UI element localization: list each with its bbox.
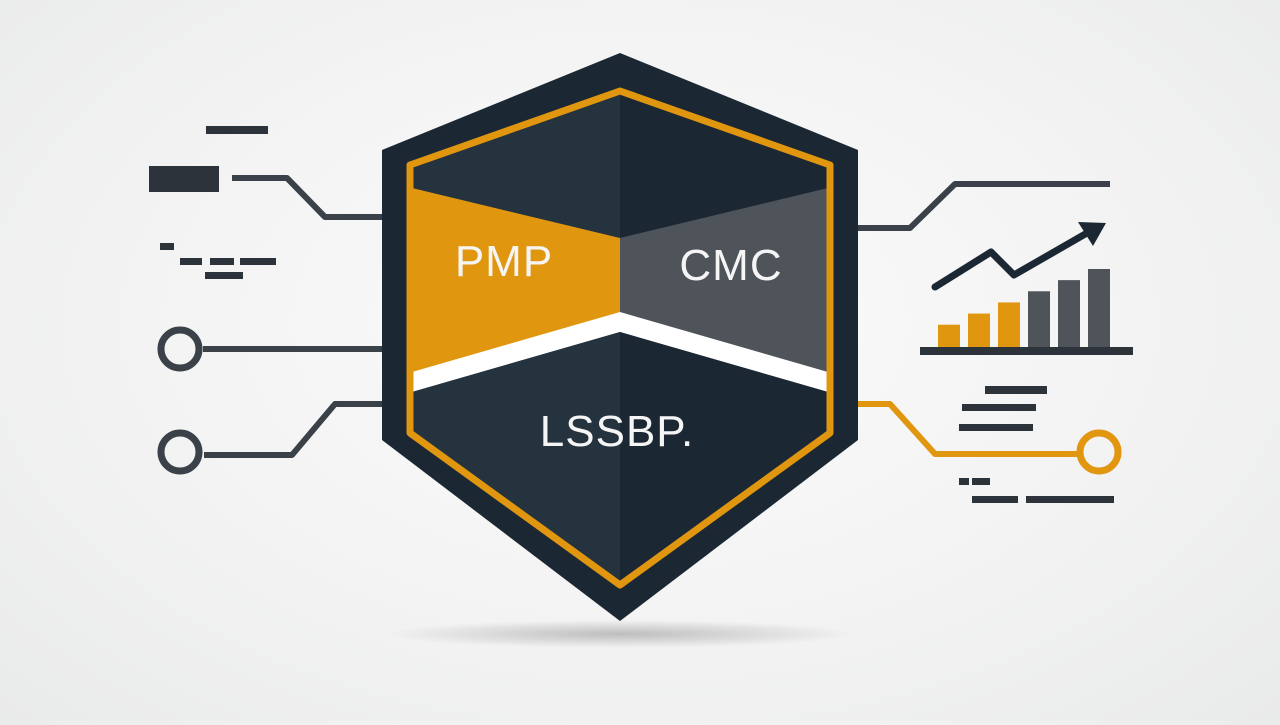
right-dash-7 (1026, 496, 1114, 503)
segment-label-cmc: CMC (679, 241, 782, 290)
trend-arrow-head (1078, 222, 1106, 246)
left-circuit-lines (157, 175, 384, 475)
chart-bars (938, 269, 1110, 347)
right-dash-6 (972, 496, 1018, 503)
badge-separator (412, 312, 828, 392)
badge-shadow (385, 620, 855, 648)
trend-arrow-icon (931, 229, 1091, 291)
right-dash-2 (962, 404, 1036, 411)
certification-badge: PMP CMC LSSBP. (382, 53, 858, 621)
chart-bar-2 (968, 313, 990, 347)
badge-segment-lssbp-left (412, 332, 620, 583)
badge-segment-lssbp-right (620, 332, 828, 583)
segment-label-lssbp: LSSBP. (540, 407, 694, 456)
circuit-line-icon (858, 401, 1080, 457)
badge-segment-cmc (620, 188, 828, 372)
right-dash-lines (959, 386, 1114, 503)
left-block (149, 166, 219, 192)
chart-bar-6 (1088, 269, 1110, 347)
left-dash-top (206, 126, 268, 134)
left-dash-5 (205, 272, 243, 279)
bar-chart-growth-icon (920, 222, 1133, 355)
right-circuit-lines (858, 181, 1122, 475)
node-circle-icon (157, 326, 203, 372)
chart-bar-3 (998, 302, 1020, 347)
node-circle-icon (157, 429, 203, 475)
segment-label-pmp: PMP (455, 237, 553, 286)
left-decorations (149, 126, 276, 279)
right-dash-5 (972, 478, 990, 485)
left-dash-1 (160, 243, 174, 250)
chart-baseline (920, 347, 1133, 355)
right-dash-3 (959, 424, 1033, 431)
left-dash-2 (180, 258, 202, 265)
node-circle-icon (1076, 429, 1122, 475)
circuit-line-icon (858, 181, 1110, 231)
chart-bar-4 (1028, 291, 1050, 347)
circuit-line-icon (204, 401, 384, 458)
circuit-line-icon (232, 175, 384, 220)
right-dash-4 (959, 478, 969, 485)
chart-bar-5 (1058, 280, 1080, 347)
badge-inner-border (406, 87, 834, 589)
chart-bar-1 (938, 324, 960, 347)
right-dash-1 (985, 386, 1047, 394)
left-dash-4 (240, 258, 276, 265)
left-dash-3 (210, 258, 234, 265)
